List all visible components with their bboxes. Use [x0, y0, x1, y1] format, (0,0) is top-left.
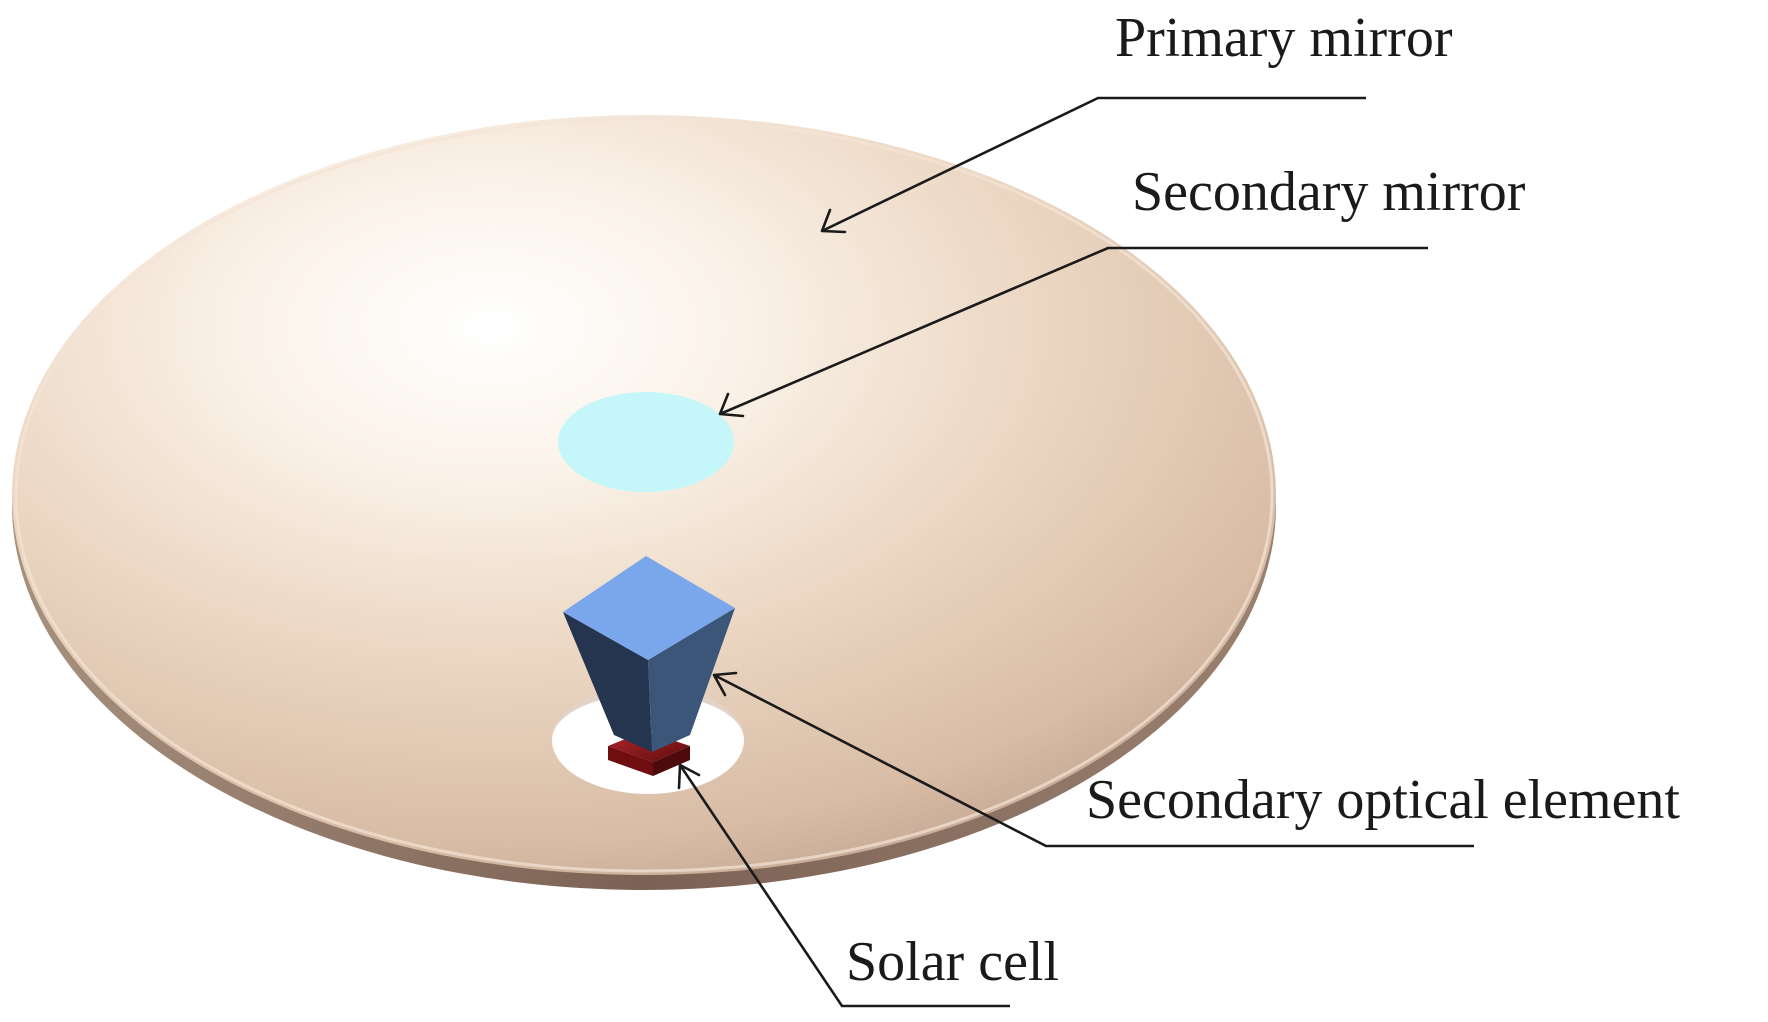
- callout-secondary-optical-element: Secondary optical element: [712, 671, 1680, 848]
- callout-primary-mirror: Primary mirror: [820, 7, 1453, 234]
- label-solar-cell: Solar cell: [846, 931, 1059, 993]
- label-secondary-mirror: Secondary mirror: [1132, 161, 1526, 223]
- callout-solar-cell: Solar cell: [677, 763, 1059, 1008]
- arrow-icon: [718, 392, 745, 418]
- soe-right-face: [648, 608, 735, 752]
- label-primary-mirror: Primary mirror: [1115, 7, 1453, 69]
- soe-left-face: [563, 612, 652, 752]
- primary-mirror-edge-highlight: [14, 117, 1274, 873]
- primary-mirror-surface: [12, 115, 1276, 875]
- arrow-icon: [712, 671, 738, 697]
- arrow-icon: [820, 208, 847, 234]
- secondary-optical-element: [563, 556, 735, 752]
- callout-secondary-mirror: Secondary mirror: [718, 161, 1526, 418]
- soe-top-face: [563, 556, 735, 660]
- secondary-mirror: [558, 392, 734, 492]
- label-secondary-optical-element: Secondary optical element: [1086, 769, 1680, 831]
- arrow-icon: [677, 763, 701, 790]
